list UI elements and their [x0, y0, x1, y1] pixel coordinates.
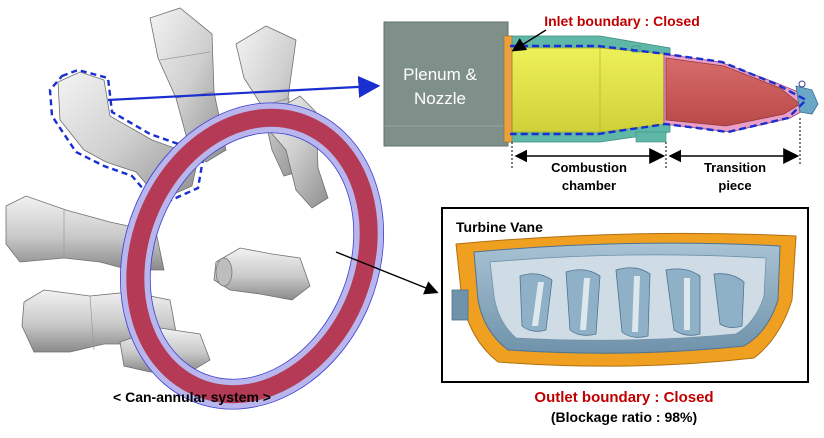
- transition-label-line1: Transition: [704, 160, 766, 175]
- combustion-chamber-volume: [511, 47, 665, 133]
- outlet-boundary-label: Outlet boundary : Closed: [534, 389, 713, 406]
- combustor-section: Plenum & Nozzle Inlet boundary : Closed …: [383, 13, 819, 193]
- can-annular-system: < Can-annular system >: [5, 7, 385, 410]
- combustion-label-line2: chamber: [562, 178, 616, 193]
- plenum-label-line2: Nozzle: [414, 89, 466, 108]
- blockage-ratio-label: (Blockage ratio : 98%): [551, 409, 697, 425]
- inlet-boundary-label: Inlet boundary : Closed: [544, 13, 700, 29]
- can-annular-label: < Can-annular system >: [113, 389, 271, 405]
- flow-domain-boundary: [510, 44, 808, 136]
- can-tube-inner: [213, 247, 311, 301]
- annular-ring: [119, 102, 385, 410]
- ring-to-vane-arrow: [335, 251, 439, 295]
- transition-label-line2: piece: [718, 178, 751, 193]
- combustion-label-line1: Combustion: [551, 160, 627, 175]
- turbine-vane-label: Turbine Vane: [456, 219, 543, 235]
- turbine-vane-panel: Turbine Vane: [441, 207, 809, 383]
- plenum-box: [383, 21, 509, 147]
- plenum-label-line1: Plenum &: [403, 65, 477, 84]
- can-to-section-arrow: [107, 75, 381, 102]
- transition-piece-volume: [665, 57, 801, 127]
